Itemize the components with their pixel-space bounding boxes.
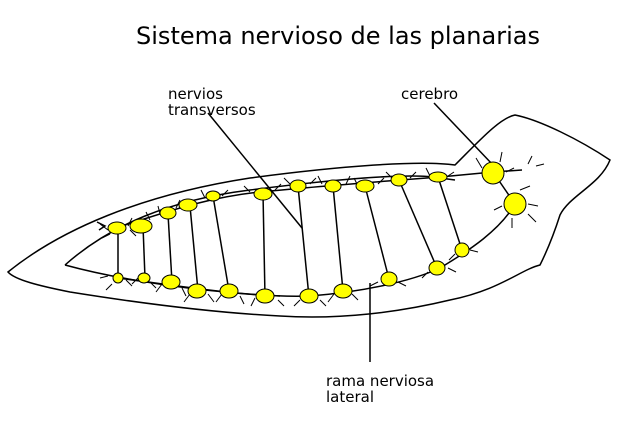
ganglion (289, 179, 307, 193)
label-rama-line2: lateral (326, 388, 374, 406)
label-rama-nerviosa-lateral: rama nerviosa lateral (326, 373, 434, 405)
ganglion (107, 221, 127, 235)
arrow-left (96, 221, 107, 231)
brain-ganglion (503, 192, 527, 216)
ganglion (324, 179, 342, 193)
ganglion (178, 198, 198, 212)
label-rama-line1: rama nerviosa (326, 372, 435, 390)
ganglion (187, 283, 207, 299)
ganglion (219, 283, 239, 299)
diagram-title: Sistema nervioso de las planarias (136, 22, 540, 50)
ganglion (428, 260, 446, 276)
pointer-cerebro (433, 102, 494, 166)
ganglion (205, 190, 221, 202)
body-outline (6, 114, 611, 318)
label-nervios-line2: transversos (168, 101, 256, 119)
ganglion (299, 288, 319, 304)
ganglion (428, 171, 448, 183)
ganglia (107, 161, 527, 304)
transverse-nerves (117, 176, 463, 298)
label-cerebro: cerebro (401, 85, 459, 103)
ganglion (253, 187, 273, 201)
label-nervios-transversos: nervios transversos (168, 86, 256, 118)
brain-ganglion (481, 161, 505, 185)
ganglion (355, 179, 375, 193)
nerve-endings (99, 151, 545, 307)
ganglion (454, 242, 470, 258)
ganglion (137, 272, 151, 284)
pointer-nervios (207, 112, 303, 229)
ganglion (159, 206, 177, 220)
ganglion (255, 288, 275, 304)
ganglion (333, 283, 353, 299)
ganglion (112, 272, 124, 284)
label-nervios-line1: nervios (168, 85, 223, 103)
ganglion (390, 173, 408, 187)
ganglion (129, 218, 153, 234)
ganglion (380, 271, 398, 287)
ganglion (161, 274, 181, 290)
